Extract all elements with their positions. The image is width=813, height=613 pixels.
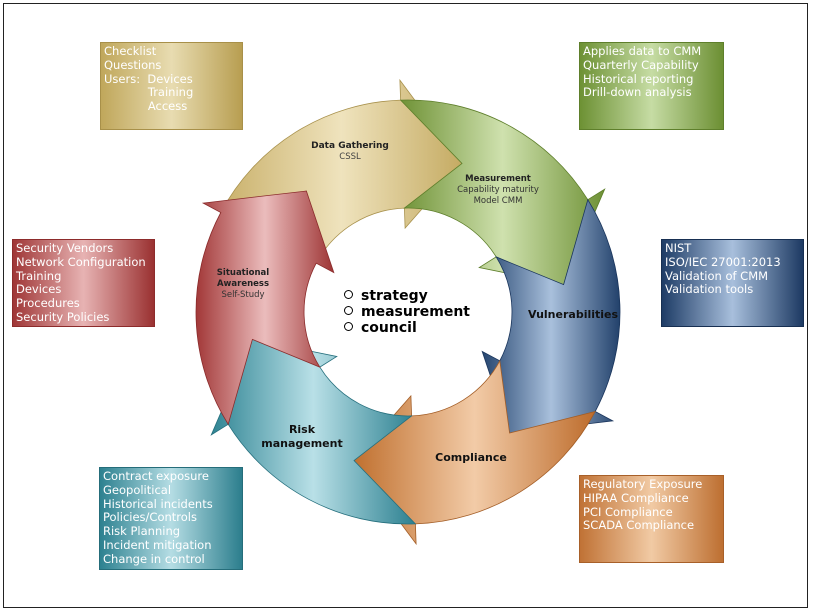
box-line: Historical incidents <box>103 496 213 511</box>
center-item-measurement: measurement <box>344 304 470 320</box>
box-line: Training <box>104 85 194 100</box>
box-line: Change in control <box>103 551 205 566</box>
box-line: Devices <box>16 282 62 297</box>
box-line: PCI Compliance <box>583 504 673 519</box>
box-line: NIST <box>665 241 692 255</box>
box-line: Security Policies <box>16 309 110 324</box>
stage-title-risk-line1: Risk <box>289 423 316 436</box>
box-line: Drill-down analysis <box>583 85 692 100</box>
box-line: Training <box>16 268 62 283</box>
center-list: strategy measurement council <box>344 288 470 336</box>
box-line: Validation of CMM <box>665 268 769 283</box>
situational-awareness-box: Security Vendors Network Configuration T… <box>12 239 155 327</box>
stage-subtitle-measurement-line1: Capability maturity <box>457 185 539 195</box>
box-line: Geopolitical <box>103 482 172 497</box>
bullet-icon <box>344 290 353 299</box>
box-line: Network Configuration <box>16 254 146 269</box>
figure-border <box>3 3 808 608</box>
box-line: HIPAA Compliance <box>583 490 689 505</box>
box-line: Applies data to CMM <box>583 44 702 58</box>
box-line: Regulatory Exposure <box>583 477 703 491</box>
vulnerabilities-box: NIST ISO/IEC 27001:2013 Validation of CM… <box>661 239 804 327</box>
box-line: Policies/Controls <box>103 510 197 525</box>
compliance-box: Regulatory Exposure HIPAA Compliance PCI… <box>579 475 724 563</box>
box-line: Questions <box>104 57 162 72</box>
situational-awareness-arrow <box>195 190 335 426</box>
stage-title-risk-line2: management <box>261 437 343 450</box>
box-line: ISO/IEC 27001:2013 <box>665 254 781 269</box>
stage-subtitle-measurement-line2: Model CMM <box>474 196 523 206</box>
box-line: Historical reporting <box>583 71 694 86</box>
box-line: Contract exposure <box>103 469 209 483</box>
box-line: Quarterly Capability <box>583 57 699 72</box>
box-line: Checklist <box>104 44 157 58</box>
box-line: Risk Planning <box>103 524 181 539</box>
center-item-council: council <box>344 320 470 336</box>
box-line: Access <box>104 99 188 114</box>
stage-subtitle-data-gathering: CSSL <box>339 152 361 162</box>
stage-title-vulnerabilities: Vulnerabilities <box>528 308 619 321</box>
bullet-icon <box>344 306 353 315</box>
box-line: Validation tools <box>665 282 754 297</box>
stage-title-situational-line1: Situational <box>217 268 269 278</box>
stage-subtitle-situational: Self-Study <box>221 290 264 300</box>
box-line: Incident mitigation <box>103 537 212 552</box>
measurement-box: Applies data to CMM Quarterly Capability… <box>579 42 724 130</box>
center-item-strategy: strategy <box>344 288 470 304</box>
box-line: Security Vendors <box>16 241 114 255</box>
risk-management-box: Contract exposure Geopolitical Historica… <box>99 467 243 570</box>
bullet-icon <box>344 322 353 331</box>
stage-title-compliance: Compliance <box>435 451 507 464</box>
box-line: Procedures <box>16 296 80 311</box>
box-line: SCADA Compliance <box>583 518 695 533</box>
stage-title-data-gathering: Data Gathering <box>311 141 389 151</box>
data-gathering-box: Checklist Questions Users: Devices Train… <box>100 42 243 130</box>
stage-title-measurement: Measurement <box>465 174 531 184</box>
box-line: Users: Devices <box>104 71 193 86</box>
stage-title-situational-line2: Awareness <box>217 279 269 289</box>
